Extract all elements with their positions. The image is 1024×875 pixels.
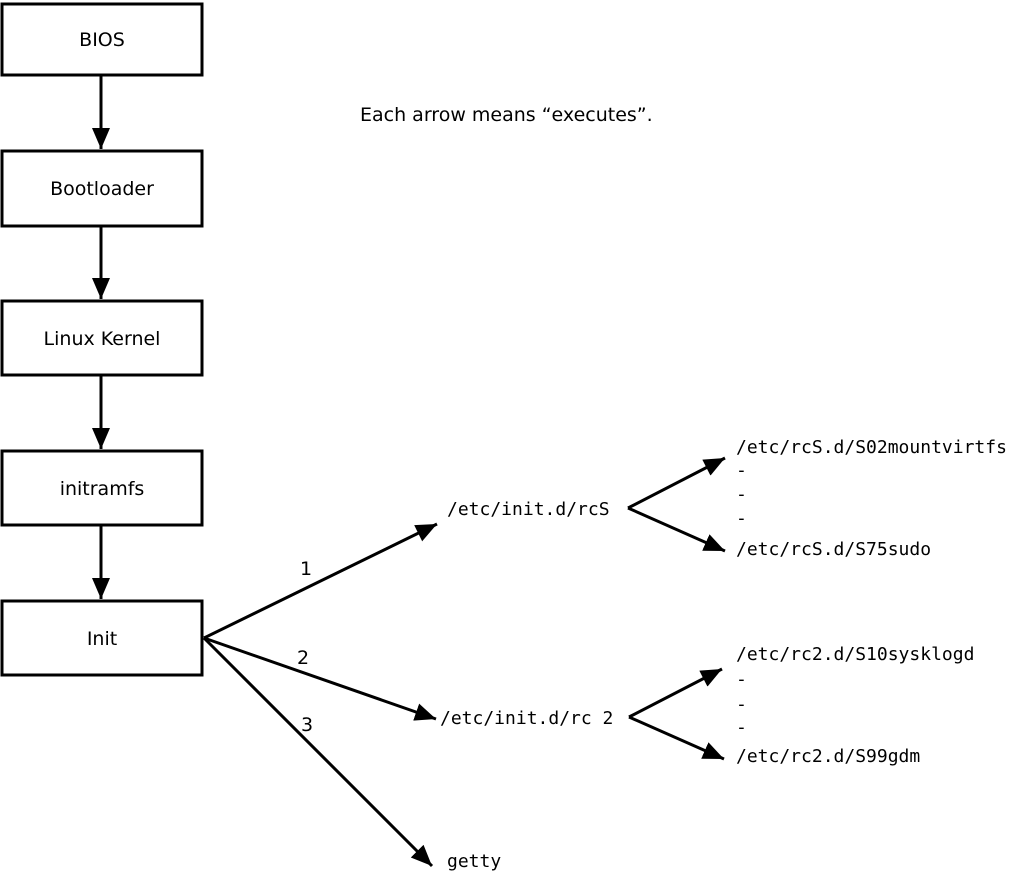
arrow-rcs-to-first-script: [627, 456, 726, 510]
arrow-rc2-to-last-script: [628, 715, 725, 761]
target-rcs-label: /etc/init.d/rcS: [447, 499, 610, 520]
box-init: [0, 599, 204, 677]
rcs-ellipsis-dash: -: [736, 508, 747, 529]
arrow-rcs-to-last-script: [627, 506, 726, 553]
box-linux-kernel-label: Linux Kernel: [44, 328, 161, 350]
box-bootloader: [0, 149, 204, 228]
note-executes: Each arrow means “executes”.: [360, 104, 653, 126]
box-bios-label: BIOS: [79, 29, 125, 51]
target-rc2-label: /etc/init.d/rc 2: [440, 708, 613, 729]
arrow-order-label-1: 1: [300, 558, 312, 580]
rc2-ellipsis-dash: -: [736, 669, 747, 690]
target-getty-label: getty: [447, 851, 501, 872]
arrow-init-to-rc2: [203, 636, 437, 721]
arrow-rc2-to-first-script: [628, 667, 723, 719]
box-initramfs: [0, 449, 204, 527]
box-linux-kernel: [0, 299, 204, 377]
rc2-last-script-label: /etc/rc2.d/S99gdm: [736, 746, 920, 767]
rc2-first-script-label: /etc/rc2.d/S10sysklogd: [736, 644, 974, 665]
rcs-ellipsis-dash: -: [736, 460, 747, 481]
box-initramfs-label: initramfs: [60, 478, 145, 500]
arrow-init-to-getty: [202, 636, 434, 868]
rcs-ellipsis-dash: -: [736, 484, 747, 505]
rc2-ellipsis-dash: -: [736, 717, 747, 738]
box-init-label: Init: [87, 628, 117, 650]
rcs-last-script-label: /etc/rcS.d/S75sudo: [736, 539, 931, 560]
rcs-first-script-label: /etc/rcS.d/S02mountvirtfs: [736, 437, 1007, 458]
box-bootloader-label: Bootloader: [50, 178, 154, 200]
rc2-ellipsis-dash: -: [736, 694, 747, 715]
arrow-order-label-2: 2: [297, 647, 309, 669]
arrow-init-to-rcs: [203, 522, 438, 640]
box-bios: [0, 2, 204, 77]
arrow-order-label-3: 3: [301, 714, 313, 736]
